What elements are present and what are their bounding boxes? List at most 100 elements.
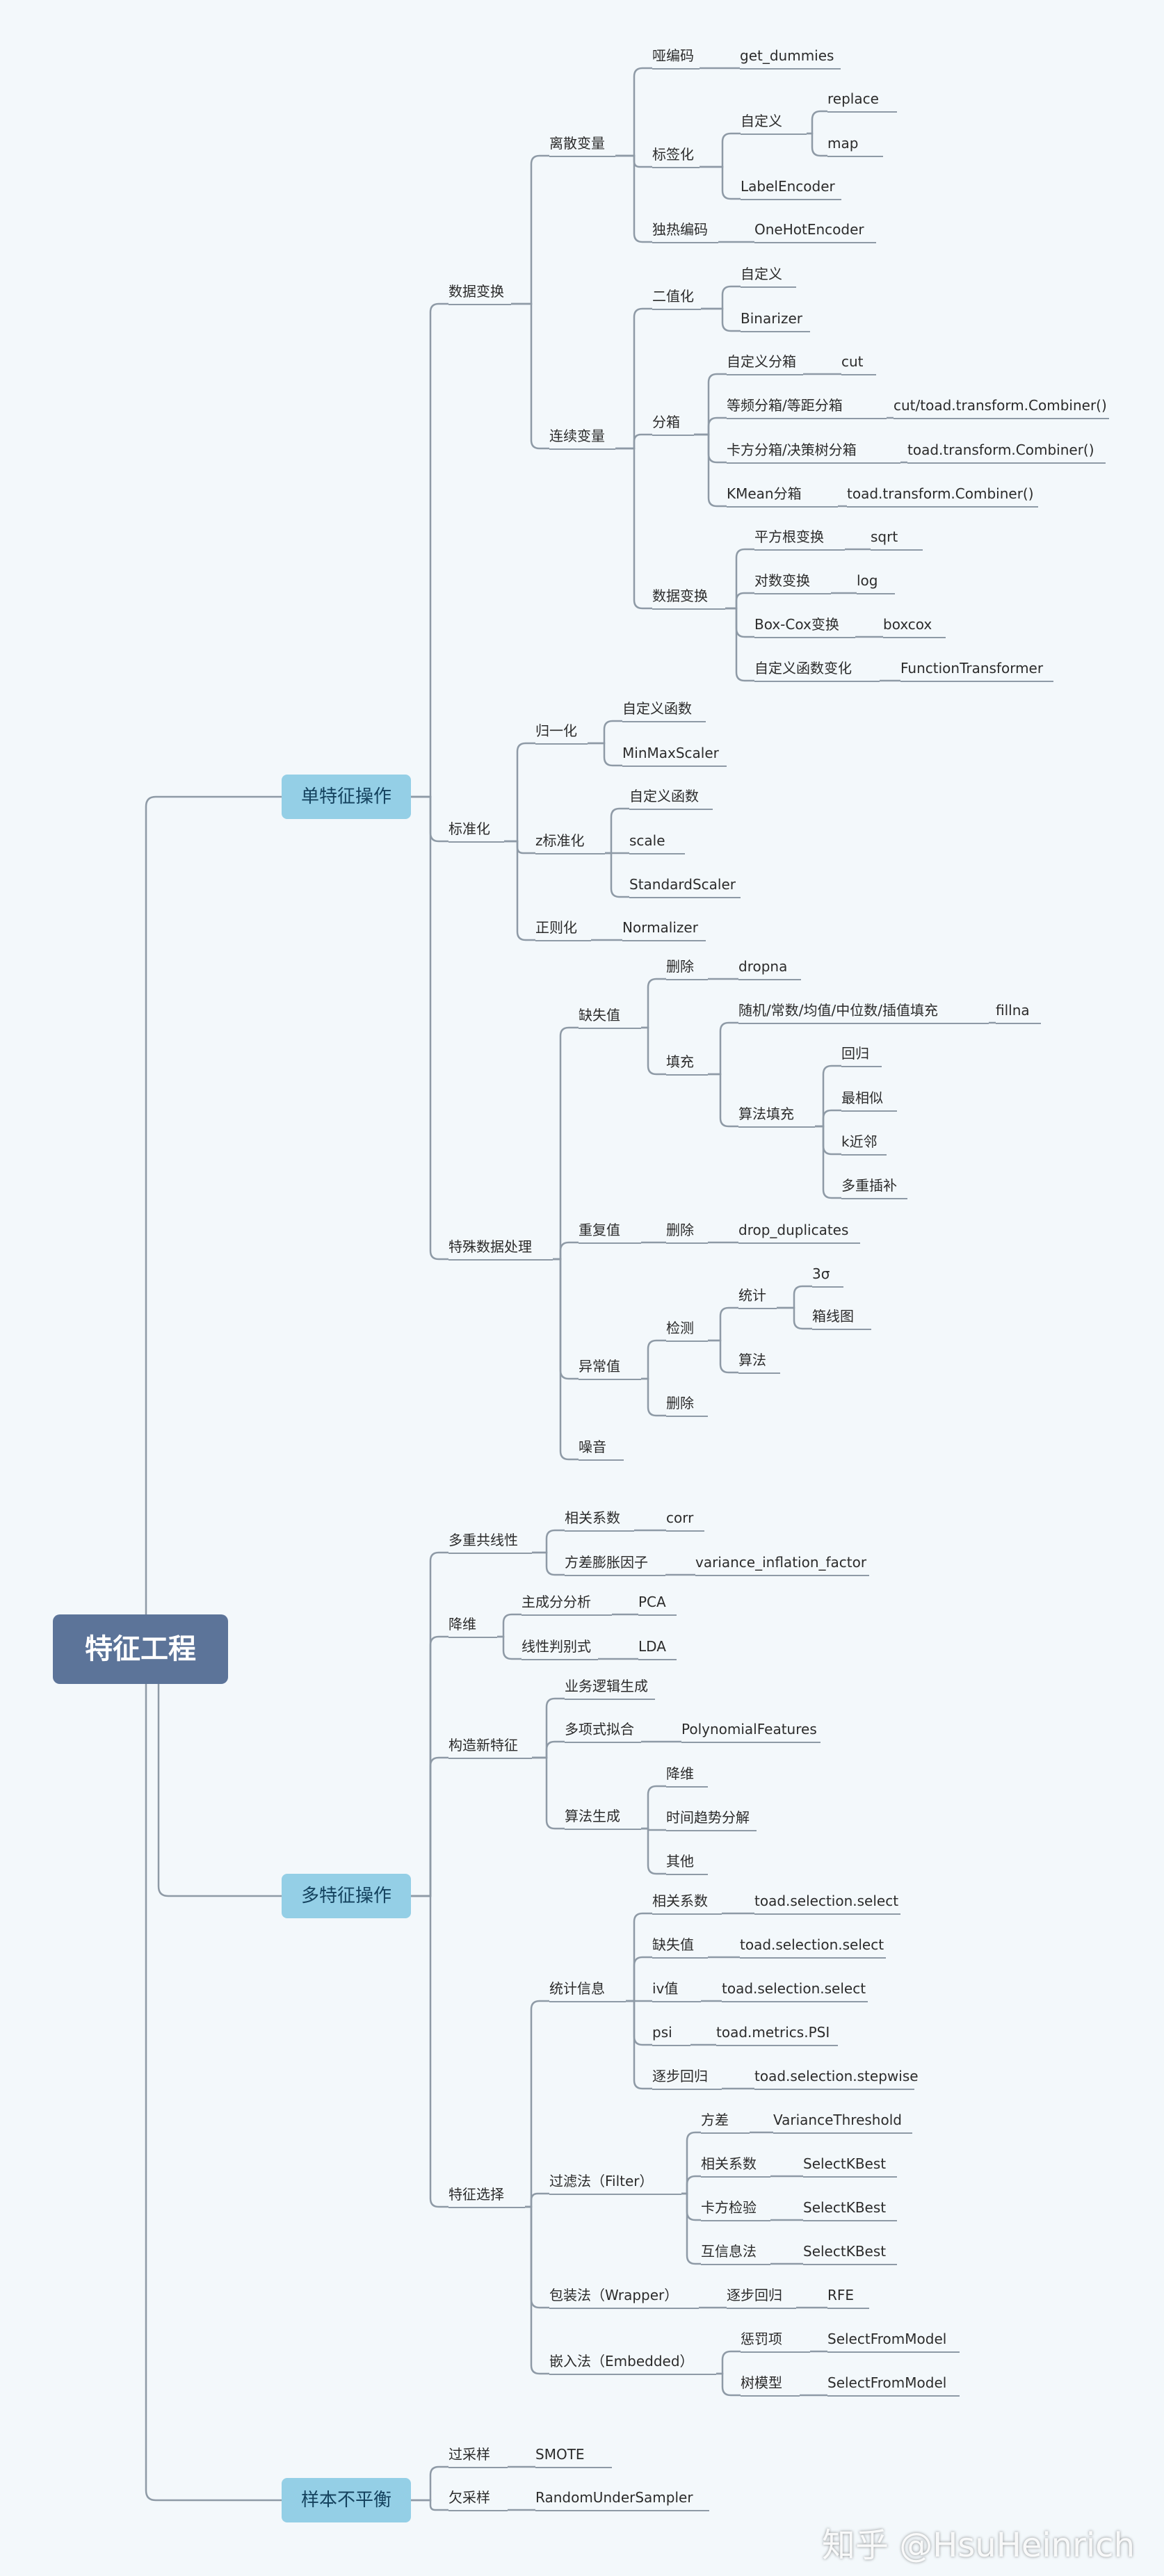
node-dsbh[interactable]: 对数变换 xyxy=(754,572,831,594)
node-zdy1[interactable]: 自定义 xyxy=(741,113,807,135)
node-xxpb[interactable]: 线性判别式 xyxy=(522,1638,598,1660)
node-fcpz[interactable]: 方差膨胀因子 xyxy=(565,1554,665,1576)
node-gzx[interactable]: 构造新特征 xyxy=(448,1737,532,1759)
node-sqrt[interactable]: sqrt xyxy=(871,528,923,551)
node-map[interactable]: map xyxy=(827,135,883,157)
node-skb1[interactable]: SelectKBest xyxy=(803,2155,897,2178)
node-sc1[interactable]: 删除 xyxy=(666,958,708,980)
node-qt[interactable]: 其他 xyxy=(666,1853,708,1875)
node-tj[interactable]: 统计 xyxy=(738,1287,777,1309)
node-varth[interactable]: VarianceThreshold xyxy=(773,2112,912,2134)
node-normalizer[interactable]: Normalizer xyxy=(622,919,706,941)
node-cut[interactable]: cut xyxy=(841,353,876,375)
node-functr[interactable]: FunctionTransformer xyxy=(900,660,1053,682)
node-rfe[interactable]: RFE xyxy=(827,2287,869,2309)
node-tstep[interactable]: toad.selection.stepwise xyxy=(754,2068,919,2090)
node-qcy[interactable]: 欠采样 xyxy=(448,2489,508,2511)
node-smx[interactable]: 树模型 xyxy=(741,2374,800,2397)
node-stdscaler[interactable]: StandardScaler xyxy=(629,876,741,898)
node-comb2[interactable]: toad.transform.Combiner() xyxy=(847,485,1038,508)
node-comb1[interactable]: toad.transform.Combiner() xyxy=(907,442,1106,464)
node-single-feature[interactable]: 单特征操作 xyxy=(282,775,412,819)
node-ywlj[interactable]: 业务逻辑生成 xyxy=(565,1678,655,1700)
node-sfm2[interactable]: SelectFromModel xyxy=(827,2374,960,2397)
node-dpfx[interactable]: 等频分箱/等距分箱 xyxy=(727,397,887,419)
node-minmax[interactable]: MinMaxScaler xyxy=(622,745,727,767)
node-cfz[interactable]: 重复值 xyxy=(579,1222,641,1244)
node-skb3[interactable]: SelectKBest xyxy=(803,2243,897,2265)
node-hxxf[interactable]: 互信息法 xyxy=(701,2243,770,2265)
node-vif[interactable]: variance_inflation_factor xyxy=(695,1554,869,1576)
node-fc[interactable]: 方差 xyxy=(701,2112,750,2134)
node-qrf[interactable]: 嵌入法（Embedded） xyxy=(549,2353,716,2375)
node-dccb[interactable]: 多重插补 xyxy=(841,1177,907,1199)
root-node[interactable]: 特征工程 xyxy=(53,1614,228,1684)
node-sfsc[interactable]: 算法生成 xyxy=(565,1808,641,1830)
node-xgxs[interactable]: 相关系数 xyxy=(565,1509,634,1532)
node-qsz[interactable]: 缺失值 xyxy=(579,1007,641,1029)
node-lda[interactable]: LDA xyxy=(638,1638,677,1660)
node-sc3[interactable]: 删除 xyxy=(666,1395,708,1417)
node-fillna[interactable]: fillna xyxy=(996,1002,1041,1024)
node-tjxx[interactable]: 统计信息 xyxy=(549,1980,626,2002)
node-sf[interactable]: 算法 xyxy=(738,1352,780,1374)
node-pca[interactable]: PCA xyxy=(638,1594,677,1616)
node-sfm1[interactable]: SelectFromModel xyxy=(827,2331,960,2353)
node-kjl[interactable]: k近邻 xyxy=(841,1133,887,1156)
node-scale[interactable]: scale xyxy=(629,832,685,854)
node-multi-feature[interactable]: 多特征操作 xyxy=(282,1874,412,1918)
node-jw2[interactable]: 降维 xyxy=(666,1765,708,1788)
node-ycz[interactable]: 异常值 xyxy=(579,1358,641,1380)
node-sjbh[interactable]: 数据变换 xyxy=(652,588,725,610)
node-fx[interactable]: 分箱 xyxy=(652,414,694,436)
node-dropdup[interactable]: drop_duplicates xyxy=(738,1222,860,1244)
node-bzh[interactable]: 标准化 xyxy=(448,820,504,843)
node-lxbl[interactable]: 连续变量 xyxy=(549,428,615,450)
node-zdyhs[interactable]: 自定义函数变化 xyxy=(754,660,880,682)
node-glf[interactable]: 过滤法（Filter） xyxy=(549,2173,681,2195)
node-zdyhs1[interactable]: 自定义函数 xyxy=(622,700,706,722)
node-qsz2[interactable]: 缺失值 xyxy=(652,1936,708,1959)
node-onehot[interactable]: OneHotEncoder xyxy=(754,221,876,243)
node-zbhg2[interactable]: 逐步回归 xyxy=(727,2287,796,2309)
node-kmfx[interactable]: KMean分箱 xyxy=(727,485,838,508)
node-replace[interactable]: replace xyxy=(827,90,897,113)
node-zbhg[interactable]: 逐步回归 xyxy=(652,2068,722,2090)
node-jw[interactable]: 降维 xyxy=(448,1616,497,1638)
node-kffx[interactable]: 卡方分箱/决策树分箱 xyxy=(727,442,900,464)
node-zdyfx[interactable]: 自定义分箱 xyxy=(727,353,803,375)
node-gcy[interactable]: 过采样 xyxy=(448,2446,508,2468)
node-pfg[interactable]: 平方根变换 xyxy=(754,528,845,551)
node-tzxz[interactable]: 特征选择 xyxy=(448,2186,525,2208)
node-ybm[interactable]: 哑编码 xyxy=(652,47,700,70)
node-sc2[interactable]: 删除 xyxy=(666,1222,708,1244)
node-sjqs[interactable]: 时间趋势分解 xyxy=(666,1809,757,1831)
node-tc[interactable]: 填充 xyxy=(666,1053,708,1076)
node-corr[interactable]: corr xyxy=(666,1509,704,1532)
node-zzh[interactable]: 正则化 xyxy=(535,919,591,941)
node-zy[interactable]: 噪音 xyxy=(579,1439,624,1461)
node-zdy2[interactable]: 自定义 xyxy=(741,266,796,288)
node-imbalance[interactable]: 样本不平衡 xyxy=(282,2478,412,2522)
node-cutcomb[interactable]: cut/toad.transform.Combiner() xyxy=(894,397,1109,419)
node-log[interactable]: log xyxy=(857,572,895,594)
node-jc[interactable]: 检测 xyxy=(666,1320,708,1342)
node-zxs[interactable]: 最相似 xyxy=(841,1089,897,1112)
node-smote[interactable]: SMOTE xyxy=(535,2446,612,2468)
node-sjtc[interactable]: 随机/常数/均值/中位数/插值填充 xyxy=(738,1002,989,1024)
node-polyf[interactable]: PolynomialFeatures xyxy=(681,1721,821,1743)
node-tss1[interactable]: toad.selection.select xyxy=(754,1893,900,1915)
node-bqh[interactable]: 标签化 xyxy=(652,146,700,168)
node-xxt[interactable]: 箱线图 xyxy=(812,1308,871,1330)
node-sftc[interactable]: 算法填充 xyxy=(738,1105,815,1128)
node-dxs[interactable]: 多项式拟合 xyxy=(565,1721,641,1743)
node-zdyhs2[interactable]: 自定义函数 xyxy=(629,788,713,810)
node-drbm[interactable]: 独热编码 xyxy=(652,221,718,243)
node-kfjy[interactable]: 卡方检验 xyxy=(701,2199,770,2221)
node-hg[interactable]: 回归 xyxy=(841,1045,882,1067)
node-tss2[interactable]: toad.selection.select xyxy=(740,1936,886,1959)
node-zbzh[interactable]: z标准化 xyxy=(535,832,605,854)
node-bzf[interactable]: 包装法（Wrapper） xyxy=(549,2287,699,2309)
node-boxbh[interactable]: Box-Cox变换 xyxy=(754,616,855,638)
node-iv[interactable]: iv值 xyxy=(652,1980,701,2002)
